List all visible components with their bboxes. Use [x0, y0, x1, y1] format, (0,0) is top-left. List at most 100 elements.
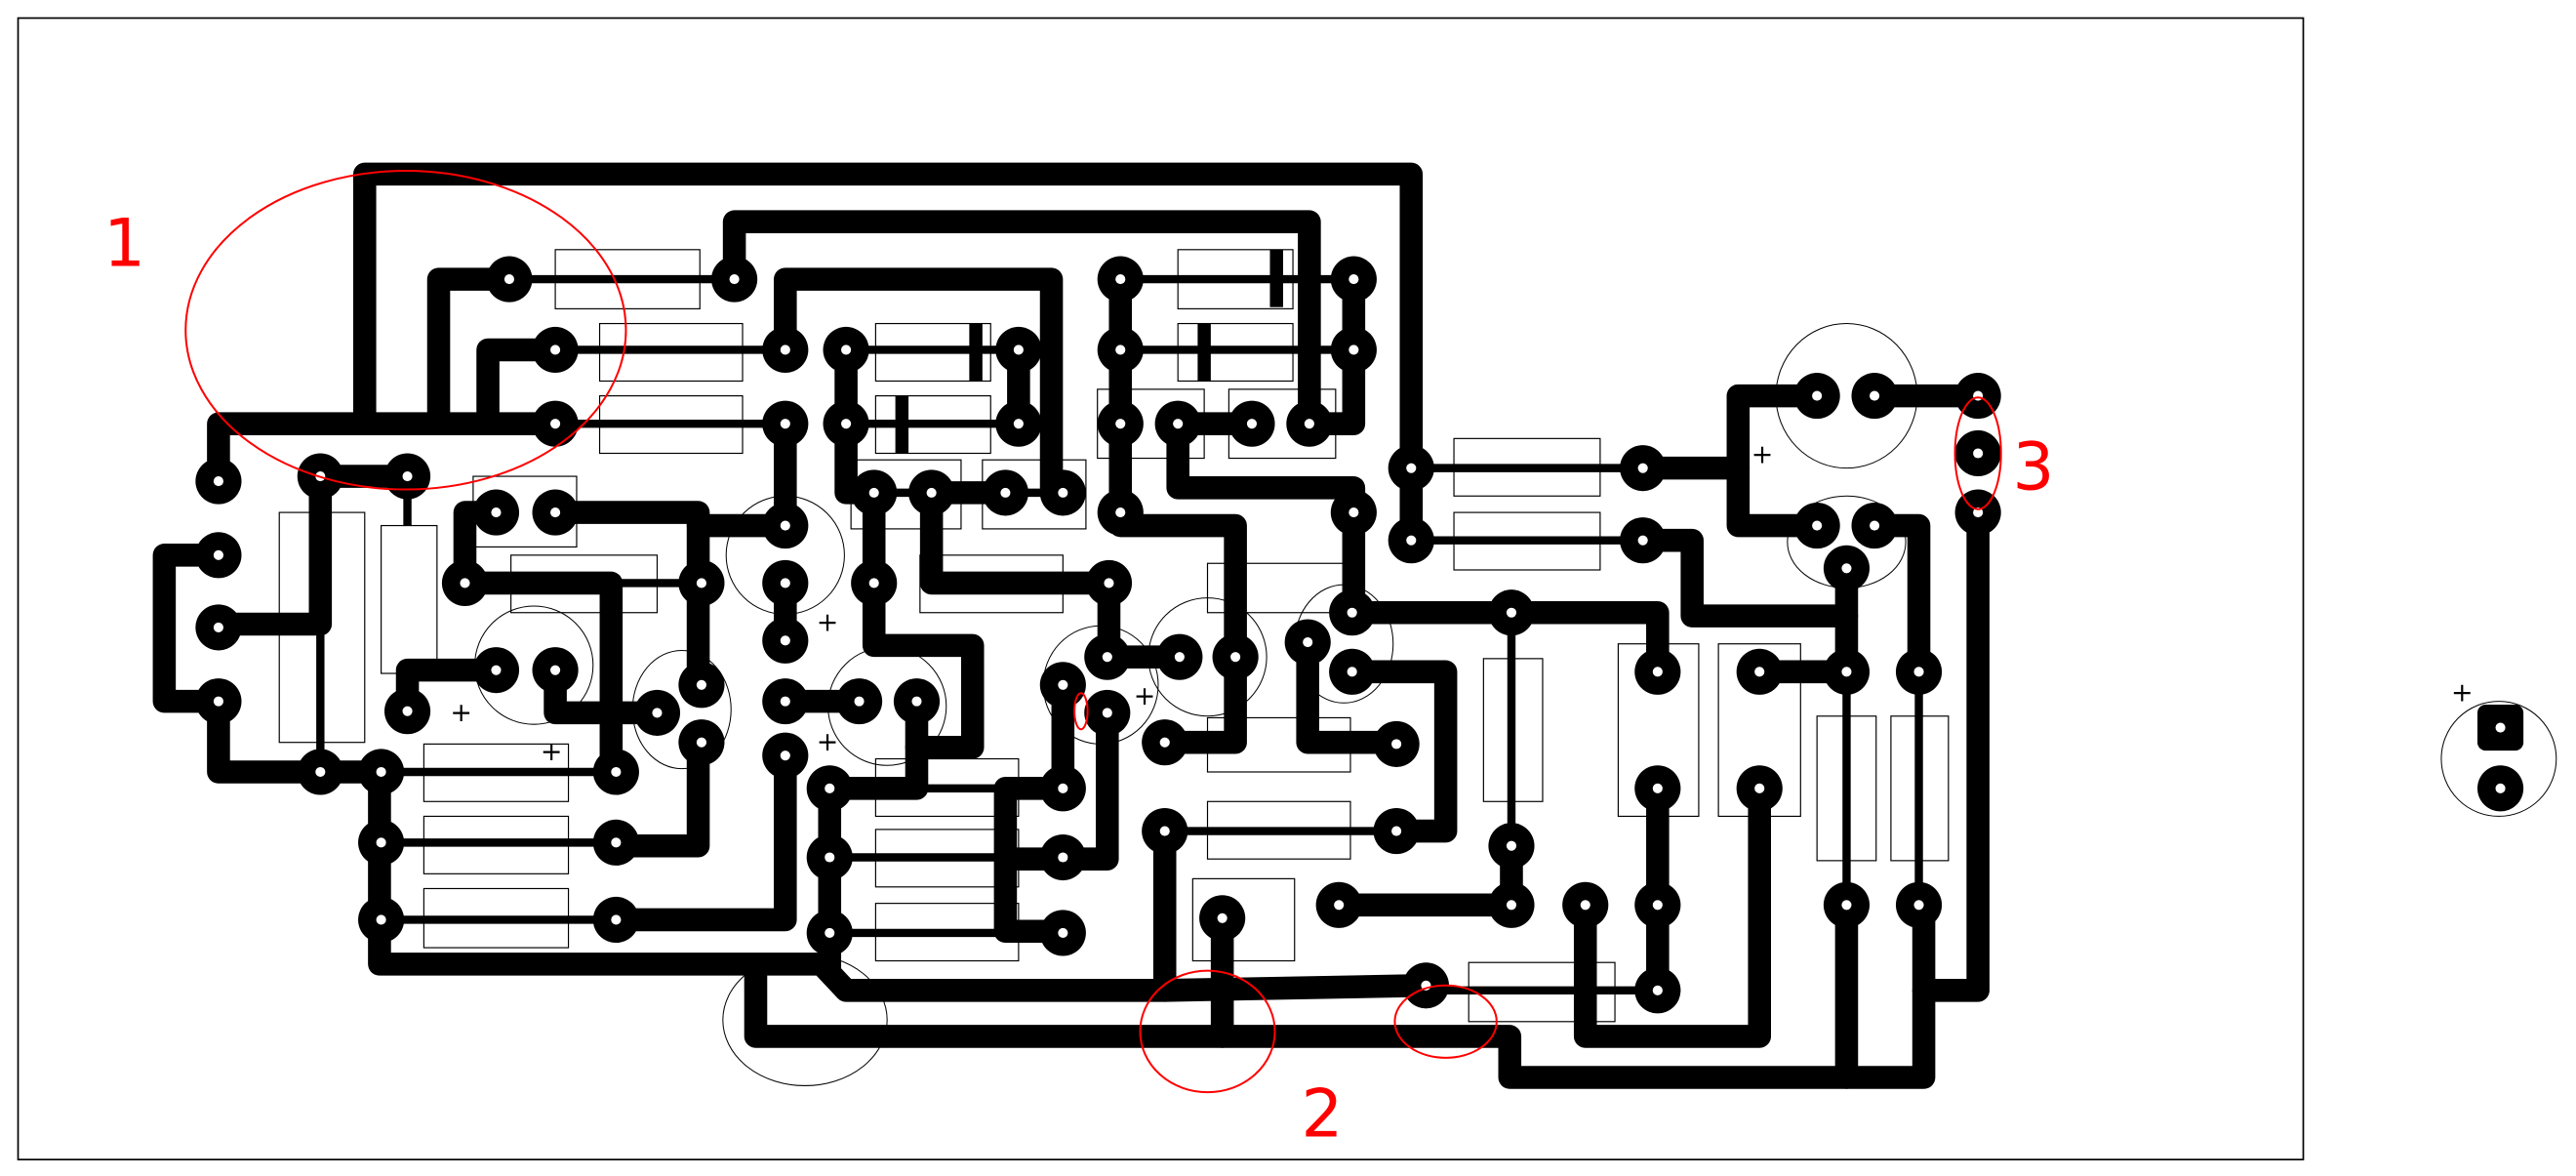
- drill-hole: [841, 419, 852, 429]
- drill-hole: [213, 476, 223, 487]
- drill-hole: [1913, 667, 1924, 677]
- drill-hole: [2495, 783, 2506, 793]
- drill-hole: [1841, 900, 1852, 911]
- drill-hole: [696, 737, 706, 748]
- drill-hole: [652, 708, 663, 718]
- copper-trace: [1152, 973, 1438, 1002]
- drill-hole: [1652, 900, 1663, 911]
- drill-hole: [213, 696, 223, 707]
- drill-hole: [911, 696, 922, 707]
- drill-hole: [780, 345, 790, 355]
- drill-hole: [1058, 852, 1068, 863]
- drill-hole: [1334, 900, 1345, 911]
- drill-hole: [1304, 419, 1314, 429]
- drill-hole: [780, 635, 790, 646]
- annotation-label-2: 2: [1301, 1076, 1343, 1153]
- copper-trace: [1327, 833, 1523, 917]
- drill-hole: [491, 665, 502, 675]
- component-outline: [381, 524, 438, 674]
- annotation-ellipse-2a: [1139, 969, 1276, 1094]
- drill-hole: [780, 696, 790, 707]
- copper-trace: [1573, 777, 1771, 1048]
- plus-mark: +: [817, 727, 839, 757]
- drill-hole: [1347, 667, 1357, 677]
- drill-hole: [1652, 667, 1663, 677]
- drill-hole: [1637, 535, 1648, 546]
- drill-hole: [854, 696, 865, 707]
- capacitor-outline: [2440, 701, 2557, 817]
- drill-hole: [1347, 607, 1357, 618]
- copper-trace: [352, 162, 1424, 552]
- plus-mark: +: [1751, 440, 1774, 470]
- copper-trace: [453, 501, 624, 784]
- drill-hole: [1870, 390, 1880, 401]
- drill-hole: [1391, 739, 1402, 750]
- annotation-ellipse-small: [1073, 692, 1089, 731]
- drill-hole: [1173, 419, 1184, 429]
- drill-hole: [825, 783, 835, 793]
- drill-hole: [1973, 390, 1984, 401]
- copper-trace: [993, 673, 1075, 944]
- copper-trace: [207, 465, 333, 636]
- drill-hole: [1406, 463, 1417, 473]
- drill-hole: [1000, 487, 1011, 498]
- copper-trace: [1630, 528, 1859, 628]
- drill-hole: [1913, 900, 1924, 911]
- drill-hole: [1973, 448, 1984, 459]
- drill-hole: [1058, 679, 1068, 690]
- drill-hole: [1058, 927, 1068, 938]
- drill-hole: [780, 520, 790, 531]
- copper-trace: [774, 267, 1064, 505]
- drill-hole: [780, 750, 790, 761]
- drill-hole: [1102, 652, 1112, 663]
- board-outline: [17, 17, 2305, 1161]
- drill-hole: [1115, 419, 1126, 429]
- drill-hole: [1870, 520, 1880, 531]
- drill-hole: [315, 766, 326, 778]
- plus-mark: +: [541, 737, 563, 767]
- drill-hole: [1406, 535, 1417, 546]
- drill-hole: [1102, 708, 1112, 718]
- drill-hole: [729, 274, 740, 285]
- copper-trace: [543, 501, 710, 697]
- drill-hole: [1230, 652, 1241, 663]
- drill-hole: [825, 852, 835, 863]
- drill-hole: [1159, 826, 1170, 836]
- drill-hole: [611, 837, 622, 848]
- drill-hole: [550, 507, 561, 518]
- copper-trace: [1630, 384, 1829, 480]
- drill-hole: [402, 471, 413, 482]
- drill-hole: [1637, 463, 1648, 473]
- plus-mark: +: [817, 607, 839, 637]
- annotation-ellipse-2b: [1393, 984, 1498, 1059]
- drill-hole: [1812, 520, 1823, 531]
- drill-hole: [550, 665, 561, 675]
- drill-hole: [1115, 507, 1126, 518]
- annotation-label-1: 1: [103, 206, 145, 282]
- drill-hole: [1754, 783, 1765, 793]
- copper-pads: [195, 256, 2524, 1014]
- drill-hole: [868, 578, 879, 588]
- drill-hole: [491, 507, 502, 518]
- drill-hole: [1058, 783, 1068, 793]
- drill-hole: [1812, 390, 1823, 401]
- copper-trace: [722, 210, 1321, 435]
- copper-trace: [152, 544, 393, 784]
- drill-hole: [550, 345, 561, 355]
- drill-hole: [1652, 985, 1663, 995]
- copper-trace: [744, 893, 1936, 1089]
- annotation-ellipse-1: [184, 170, 627, 491]
- drill-hole: [841, 345, 852, 355]
- annotation-ellipse-3: [1953, 396, 2002, 510]
- drill-hole: [1013, 345, 1024, 355]
- red-annotations: 1 2 3: [103, 170, 2054, 1153]
- copper-trace: [818, 689, 929, 800]
- drill-hole: [1303, 636, 1313, 648]
- drill-hole: [1348, 507, 1359, 518]
- drill-hole: [611, 766, 622, 778]
- copper-trace: [1166, 412, 1670, 684]
- copper-trace: [599, 730, 710, 858]
- drill-hole: [213, 549, 223, 560]
- copper-trace: [1726, 456, 1829, 538]
- drill-hole: [780, 578, 790, 588]
